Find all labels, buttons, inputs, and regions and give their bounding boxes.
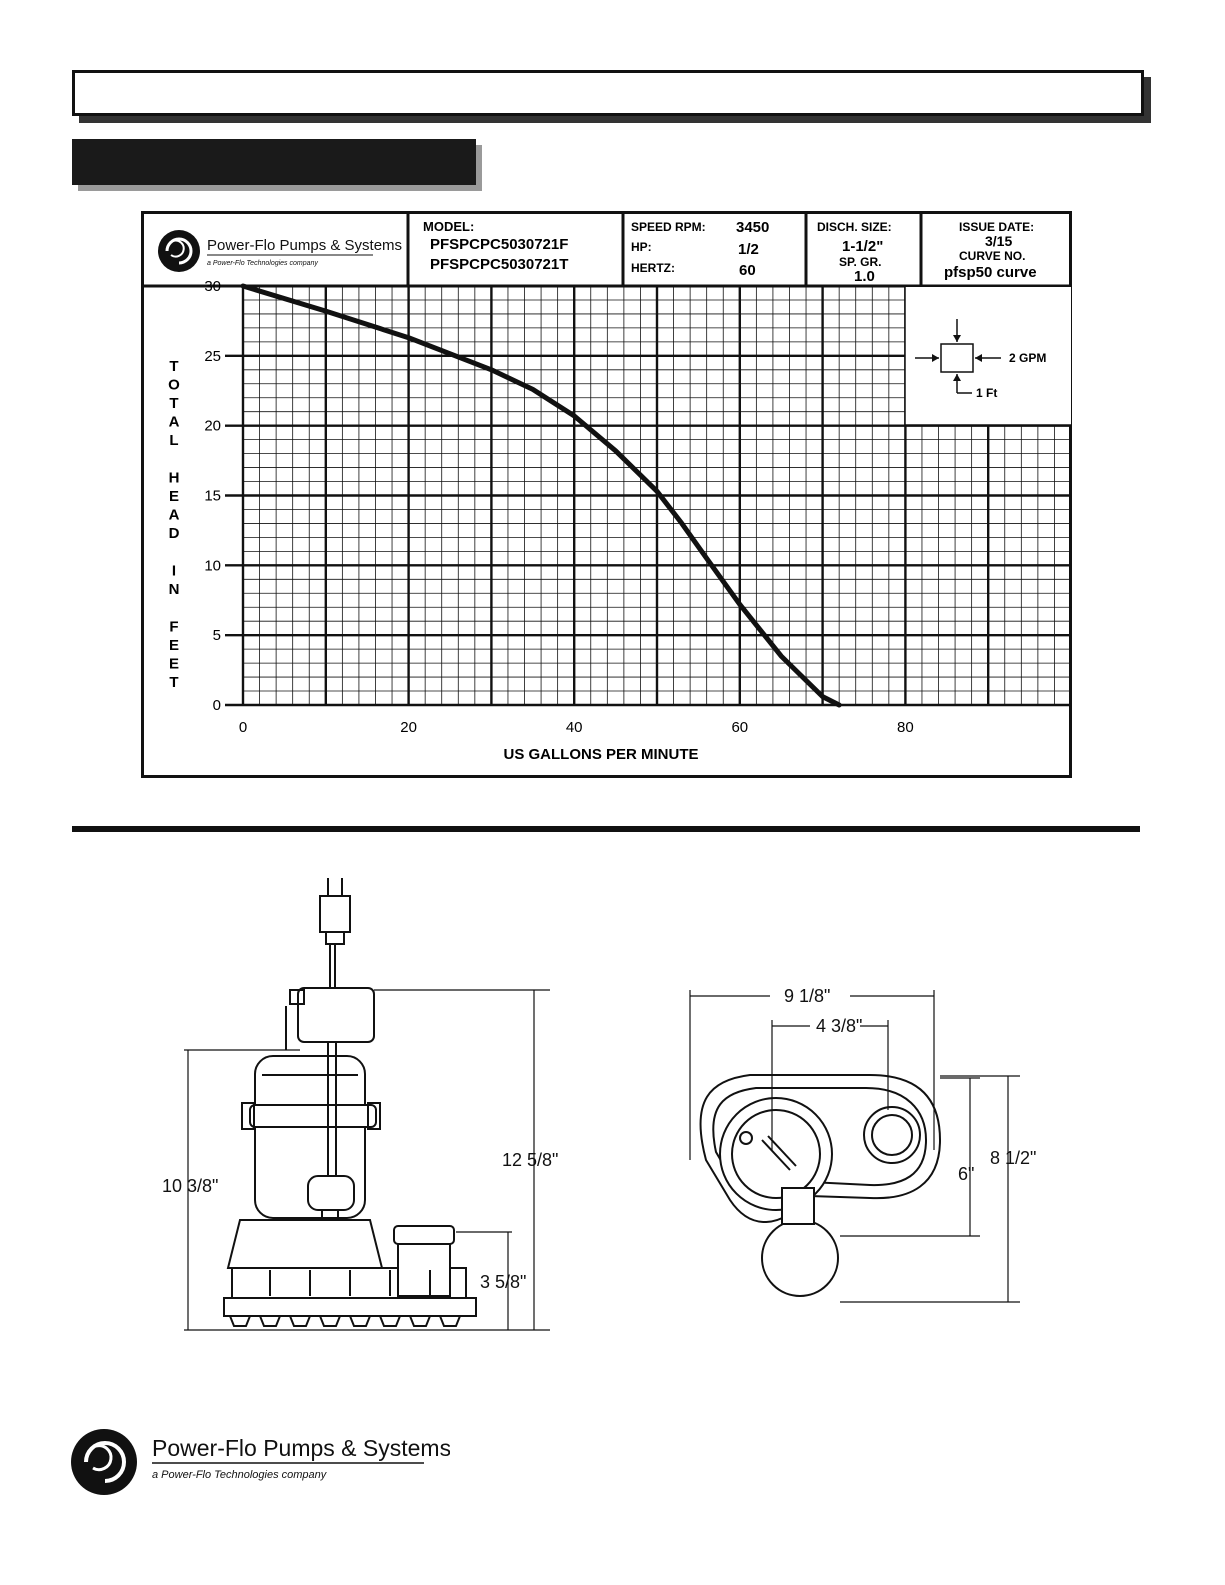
y-tick-label: 20	[204, 418, 221, 435]
model-2: PFSPCPC5030721T	[430, 256, 568, 273]
y-tick-label: 0	[213, 697, 221, 714]
issue-value: 3/15	[985, 233, 1012, 249]
y-tick-label: 5	[213, 627, 221, 644]
section-heading-bar	[72, 139, 476, 185]
dim-depth-6: 6"	[958, 1164, 974, 1184]
footer-swirl-icon	[71, 1429, 137, 1495]
disch-label: DISCH. SIZE:	[817, 220, 892, 234]
hertz-value: 60	[739, 262, 756, 279]
spgr-value: 1.0	[854, 268, 875, 285]
curve-layer	[240, 283, 842, 708]
x-tick-label: 0	[239, 719, 247, 736]
dimension-drawings: 12 5/8" 10 3/8" 3 5/8"	[150, 860, 1070, 1350]
section-rule	[72, 826, 1140, 832]
dim-width-total: 9 1/8"	[784, 986, 830, 1006]
dim-height-discharge: 3 5/8"	[480, 1272, 526, 1292]
y-tick-label: 15	[204, 488, 221, 505]
tick-labels: 0 20 40 60 80 0 5 10 15 20 25 30	[204, 278, 913, 736]
side-dimension-lines	[184, 989, 550, 1331]
swirl-logo-icon	[158, 230, 200, 272]
dimension-drawings-svg: 12 5/8" 10 3/8" 3 5/8"	[162, 878, 1036, 1331]
footer-company-name: Power-Flo Pumps & Systems	[152, 1435, 450, 1461]
top-dimension-lines	[689, 990, 1020, 1303]
issue-label: ISSUE DATE:	[959, 220, 1034, 234]
x-tick-label: 20	[400, 719, 417, 736]
hp-label: HP:	[631, 240, 652, 254]
disch-value: 1-1/2"	[842, 238, 883, 255]
dim-height-total: 12 5/8"	[502, 1150, 558, 1170]
speed-label: SPEED RPM:	[631, 220, 706, 234]
hertz-label: HERTZ:	[631, 261, 675, 275]
hp-value: 1/2	[738, 241, 759, 258]
curve-value: pfsp50 curve	[944, 264, 1037, 281]
header-company-name: Power-Flo Pumps & Systems	[207, 237, 402, 254]
dim-height-body: 10 3/8"	[162, 1176, 218, 1196]
footer-logo-svg: Power-Flo Pumps & Systems a Power-Flo Te…	[71, 1429, 451, 1495]
scale-gpm-label: 2 GPM	[1009, 351, 1046, 365]
speed-value: 3450	[736, 219, 769, 236]
y-tick-label: 30	[204, 278, 221, 295]
dim-depth-total: 8 1/2"	[990, 1148, 1036, 1168]
pump-curve-svg: Power-Flo Pumps & Systems a Power-Flo Te…	[141, 211, 1073, 778]
header-tagline: a Power-Flo Technologies company	[207, 260, 318, 267]
x-tick-label: 40	[566, 719, 583, 736]
x-axis-label: US GALLONS PER MINUTE	[503, 746, 698, 763]
y-tick-label: 25	[204, 348, 221, 365]
pump-curve-chart: Power-Flo Pumps & Systems a Power-Flo Te…	[141, 211, 1073, 778]
spgr-label: SP. GR.	[839, 255, 881, 269]
x-tick-label: 80	[897, 719, 914, 736]
header-logo: Power-Flo Pumps & Systems a Power-Flo Te…	[158, 230, 402, 272]
x-tick-label: 60	[731, 719, 748, 736]
pump-curve-line-0	[240, 283, 842, 708]
y-tick-label: 10	[204, 557, 221, 574]
scale-ft-label: 1 Ft	[976, 386, 997, 400]
pump-side-view	[223, 878, 477, 1327]
pump-top-view	[699, 1074, 942, 1297]
footer-tagline: a Power-Flo Technologies company	[152, 1469, 328, 1481]
model-1: PFSPCPC5030721F	[430, 236, 568, 253]
page-title-box	[72, 70, 1144, 116]
scale-key: 2 GPM 1 Ft	[915, 319, 1046, 400]
curve-label: CURVE NO.	[959, 249, 1025, 263]
model-label: MODEL:	[423, 219, 474, 234]
dim-width-offset: 4 3/8"	[816, 1016, 862, 1036]
footer-logo: Power-Flo Pumps & Systems a Power-Flo Te…	[70, 1420, 451, 1510]
